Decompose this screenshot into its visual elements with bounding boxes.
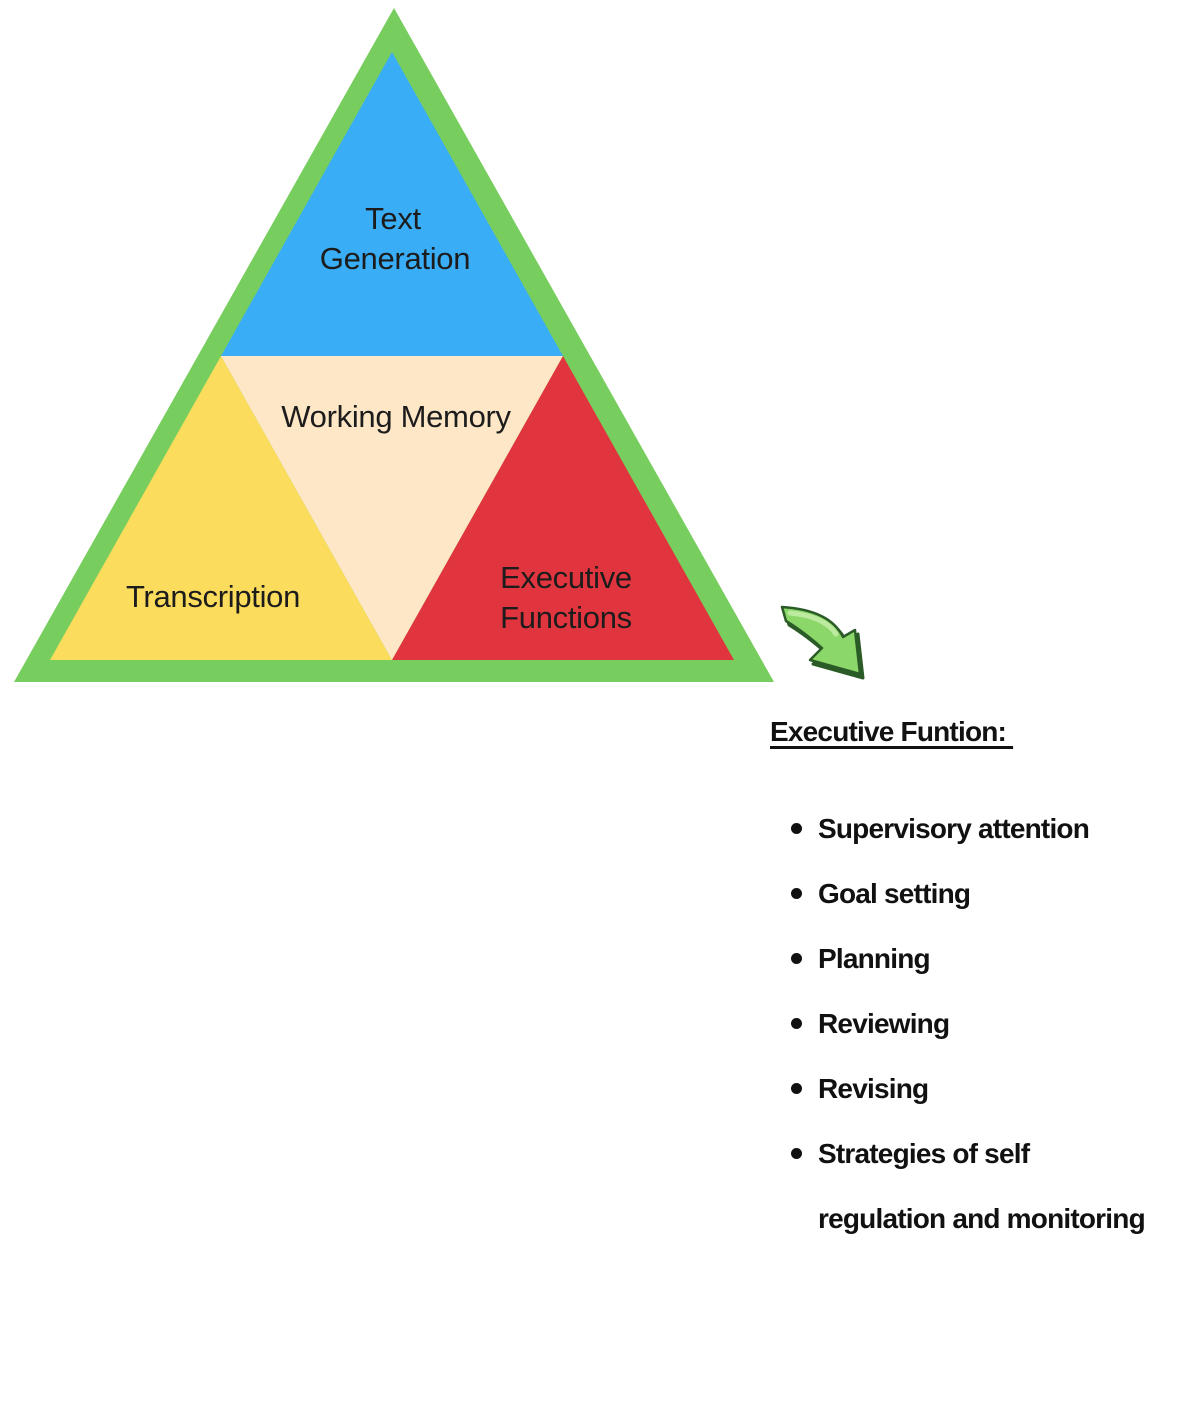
label-text-generation-line2: Generation [320,241,470,276]
bullet-dot [791,823,802,834]
label-executive-functions-line2: Functions [500,600,632,635]
list-item-text: regulation and monitoring [818,1203,1146,1234]
list-item-text: Strategies of self [818,1138,1030,1169]
list-item: Strategies of self regulation and monito… [791,1121,1146,1251]
bullet-dot [791,1083,802,1094]
list-item: Planning [791,926,1145,991]
label-executive-functions-line1: Executive [500,560,632,595]
section-executive-functions [392,356,734,660]
list-item-text: Revising [818,1073,929,1104]
label-working-memory: Working Memory [281,399,511,434]
list-item-text: Supervisory attention [818,813,1090,844]
section-transcription [50,356,392,660]
list-item: Goal setting [791,861,1145,926]
list-item-text: Planning [818,943,931,974]
bullet-dot [791,1148,802,1159]
panel-heading: Executive Funtion: [770,716,1014,747]
arrow-body [780,605,862,676]
list-item-text: Reviewing [818,1008,950,1039]
label-text-generation-line1: Text [365,201,421,236]
list-item: Reviewing [791,991,1145,1056]
bullet-list: Supervisory attention Goal setting Plann… [791,796,1146,1251]
bullet-dot [791,888,802,899]
executive-function-panel: Executive Funtion: Supervisory attention… [770,712,1146,1251]
label-transcription: Transcription [126,579,300,614]
bullet-dot [791,953,802,964]
bullet-dot [791,1018,802,1029]
list-item: Supervisory attention [791,796,1145,861]
curved-arrow-icon [780,605,865,680]
list-item: Revising [791,1056,1145,1121]
section-working-memory [221,356,563,660]
section-text-generation [221,52,563,356]
list-item-text: Goal setting [818,878,971,909]
arrow-highlight [787,610,839,637]
